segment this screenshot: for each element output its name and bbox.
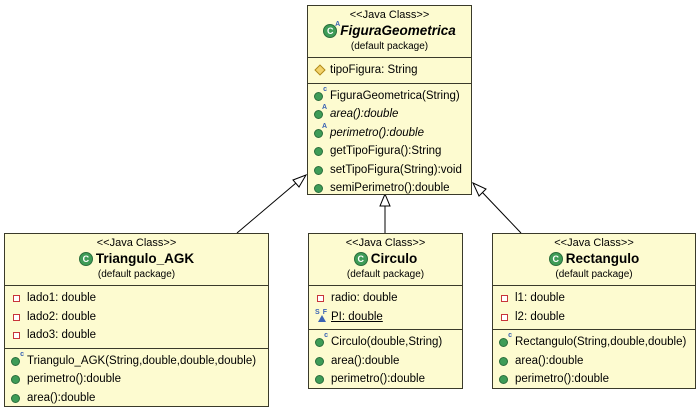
operation-row[interactable]: area():double (309, 352, 462, 371)
class-box-triangulo-agk[interactable]: <<Java Class>> C Triangulo_AGK (default … (4, 233, 269, 407)
stereotype: <<Java Class>> (349, 9, 430, 21)
public-method-icon (315, 338, 324, 348)
public-method-icon (314, 110, 323, 120)
operation-row[interactable]: c Rectangulo(String,double,double) (493, 332, 695, 352)
class-box-rectangulo[interactable]: <<Java Class>> C Rectangulo (default pac… (492, 233, 696, 389)
attribute-row[interactable]: lado3: double (5, 326, 268, 345)
class-box-circulo[interactable]: <<Java Class>> C Circulo (default packag… (308, 233, 463, 389)
class-icon: C (548, 252, 563, 266)
package-label: (default package) (350, 41, 429, 52)
class-header: <<Java Class>> C Triangulo_AGK (default … (5, 234, 268, 286)
class-icon: C (353, 252, 368, 266)
public-method-icon (314, 91, 323, 101)
operation-row[interactable]: perimetro():double (493, 370, 695, 389)
attribute-row[interactable]: lado2: double (5, 308, 268, 327)
protected-field-icon (314, 64, 326, 76)
public-method-icon (315, 375, 324, 385)
operation-row[interactable]: area():double (493, 352, 695, 371)
stereotype: <<Java Class>> (345, 237, 426, 249)
private-field-icon (13, 295, 20, 303)
attribute-row[interactable]: radio: double (309, 289, 462, 308)
public-method-icon (11, 393, 20, 403)
public-method-icon (499, 338, 508, 348)
class-name: C Circulo (309, 250, 462, 268)
inheritance-arrow-triangulo (292, 174, 308, 188)
public-method-icon (314, 128, 323, 138)
operation-row[interactable]: c Triangulo_AGK(String,double,double,dou… (5, 350, 268, 371)
public-method-icon (499, 375, 508, 385)
abstract-marker-icon: A (321, 104, 327, 112)
inheritance-arrow-rectangulo (471, 181, 487, 197)
public-method-icon (314, 184, 323, 194)
operation-row[interactable]: perimetro():double (5, 370, 268, 389)
operations-section: c Rectangulo(String,double,double) area(… (493, 329, 695, 392)
private-field-icon (13, 313, 20, 321)
edge-rectangulo-to-figura (481, 191, 522, 234)
operations-section: c Triangulo_AGK(String,double,double,dou… (5, 347, 268, 410)
class-name: C Rectangulo (493, 250, 695, 268)
constructor-marker-icon: c (20, 350, 24, 358)
private-field-icon (13, 332, 20, 340)
attribute-row[interactable]: lado1: double (5, 289, 268, 308)
class-header: <<Java Class>> C Rectangulo (default pac… (493, 234, 695, 286)
package-label: (default package) (346, 269, 425, 280)
stereotype: <<Java Class>> (96, 237, 177, 249)
operation-row[interactable]: area():double (5, 389, 268, 408)
class-name: C Triangulo_AGK (5, 250, 268, 268)
attribute-row[interactable]: l2: double (493, 308, 695, 327)
constructor-marker-icon: c (324, 332, 328, 340)
operation-row[interactable]: c FiguraGeometrica(String) (308, 85, 471, 106)
public-method-icon (11, 356, 20, 366)
operations-section: c FiguraGeometrica(String) A area():doub… (308, 82, 471, 201)
attributes-section: l1: double l2: double (493, 286, 695, 329)
constructor-marker-icon: c (323, 85, 327, 93)
operation-row[interactable]: A perimetro():double (308, 122, 471, 143)
attribute-row[interactable]: tipoFigura: String (308, 61, 471, 80)
operation-row[interactable]: A area():double (308, 104, 471, 124)
edge-triangulo-to-figura (236, 182, 297, 234)
package-label: (default package) (555, 269, 633, 280)
attribute-row[interactable]: l1: double (493, 289, 695, 308)
operation-row[interactable]: setTipoFigura(String):void (308, 161, 471, 180)
constructor-marker-icon: c (508, 332, 512, 340)
abstract-marker-icon: A (321, 122, 327, 130)
public-method-icon (314, 165, 323, 175)
private-field-icon (501, 313, 508, 321)
stereotype: <<Java Class>> (554, 237, 634, 249)
operations-section: c Circulo(double,String) area():double p… (309, 329, 462, 392)
operation-row[interactable]: c Circulo(double,String) (309, 332, 462, 352)
operation-row[interactable]: perimetro():double (309, 370, 462, 389)
private-field-icon (501, 295, 508, 303)
attributes-section: lado1: double lado2: double lado3: doubl… (5, 286, 268, 348)
class-icon: C (78, 252, 93, 266)
package-label: (default package) (97, 269, 176, 280)
public-method-icon (499, 356, 508, 366)
attributes-section: tipoFigura: String (308, 58, 471, 83)
public-method-icon (11, 375, 20, 385)
public-method-icon (315, 356, 324, 366)
private-field-icon (317, 295, 324, 303)
class-header: <<Java Class>> C Circulo (default packag… (309, 234, 462, 286)
operation-row[interactable]: semiPerimetro():double (308, 179, 471, 198)
operation-row[interactable]: getTipoFigura():String (308, 142, 471, 161)
public-method-icon (314, 147, 323, 157)
